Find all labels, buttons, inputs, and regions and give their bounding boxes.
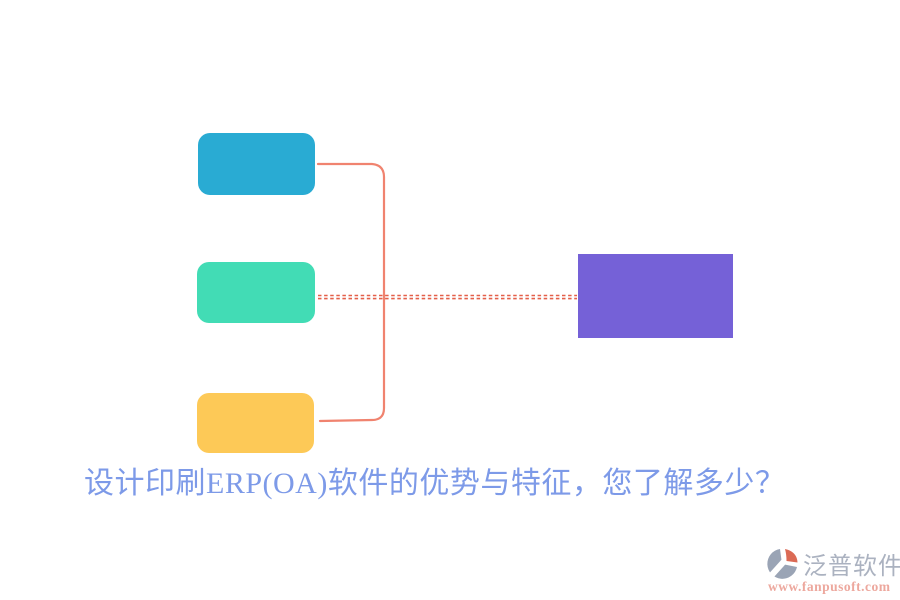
bracket-connector <box>316 162 386 423</box>
watermark-url-text: www.fanpusoft.com <box>768 579 891 594</box>
page-title: 设计印刷ERP(OA)软件的优势与特征，您了解多少？ <box>84 467 786 500</box>
diagram-node-bottom <box>197 393 314 453</box>
diagram-node-result <box>578 254 733 338</box>
fanpu-logo-icon <box>766 546 800 581</box>
diagram-node-middle <box>197 262 315 323</box>
watermark: 泛普软件 www.fanpusoft.com <box>766 546 900 595</box>
diagram-node-top <box>198 133 315 195</box>
watermark-brand-text: 泛普软件 <box>803 553 900 580</box>
